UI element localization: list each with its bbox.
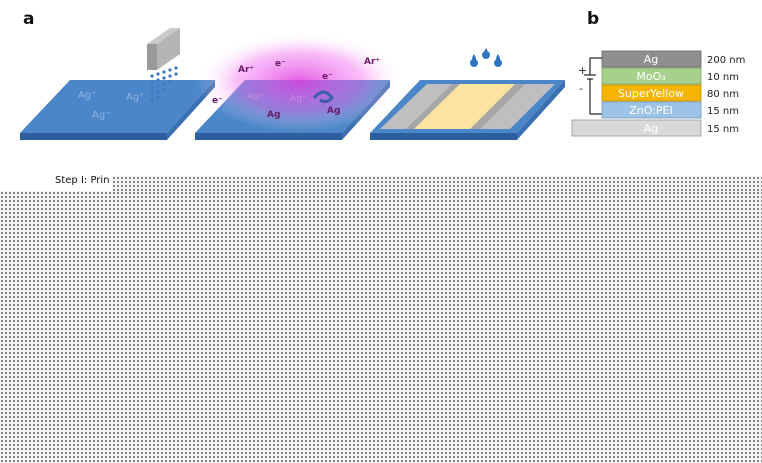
layer-name: Ag [644, 122, 659, 135]
polarity-minus: - [579, 82, 583, 95]
stack-layer-ag-bottom: Ag [571, 119, 702, 137]
plasma-label: Ag [327, 106, 340, 116]
layer-thickness: 15 nm [707, 106, 739, 117]
stack-layer-zno-pei: ZnO:PEI [601, 101, 702, 119]
substrate-3 [370, 80, 565, 140]
panel-label-a: a [23, 9, 35, 29]
layer-name: Ag [644, 53, 659, 66]
polarity-plus: + [578, 64, 587, 77]
plasma-label: Ag⁺ [247, 92, 264, 102]
ion-label: Ag⁺ [78, 90, 96, 101]
stack-layer-ag-top: Ag [601, 50, 702, 68]
water-drops-icon [470, 48, 502, 67]
ink-droplets [150, 66, 178, 102]
redacted-region [0, 191, 762, 463]
plasma-label: e⁻ [322, 72, 333, 82]
plasma-label: Ar⁺ [238, 65, 254, 75]
stack-layer-moo3: MoO₃ [601, 67, 702, 85]
panel-label-b: b [587, 9, 600, 29]
plasma-glow [195, 32, 405, 132]
step-caption: Step I: Prin [55, 175, 110, 186]
printhead-icon [147, 28, 180, 70]
plasma-label: e⁻ [275, 59, 286, 69]
layer-thickness: 200 nm [707, 55, 745, 66]
layer-name: MoO₃ [636, 70, 665, 83]
ion-label: Ag⁺ [92, 110, 110, 121]
substrate-1 [20, 80, 215, 140]
process-diagram: Ag⁺ Ag⁺ Ag⁺ Ar⁺ e⁻ Ar⁺ e⁻ e⁻ Ag⁺ Ag⁺ Ag … [20, 28, 745, 140]
redacted-region [112, 176, 762, 192]
plasma-label: e⁻ [212, 96, 223, 106]
layer-thickness: 15 nm [707, 124, 739, 135]
ion-label: Ag⁺ [126, 92, 144, 103]
plasma-label: Ag⁺ [290, 94, 307, 104]
plasma-label: Ar⁺ [364, 57, 380, 67]
stack-layer-superyellow: SuperYellow [601, 84, 702, 102]
layer-thickness: 10 nm [707, 72, 739, 83]
layer-name: ZnO:PEI [629, 104, 673, 117]
battery-icon [584, 57, 602, 115]
layer-name: SuperYellow [618, 87, 684, 100]
plasma-label: Ag [267, 110, 280, 120]
layer-thickness: 80 nm [707, 89, 739, 100]
rotation-arrow-icon [312, 90, 334, 104]
